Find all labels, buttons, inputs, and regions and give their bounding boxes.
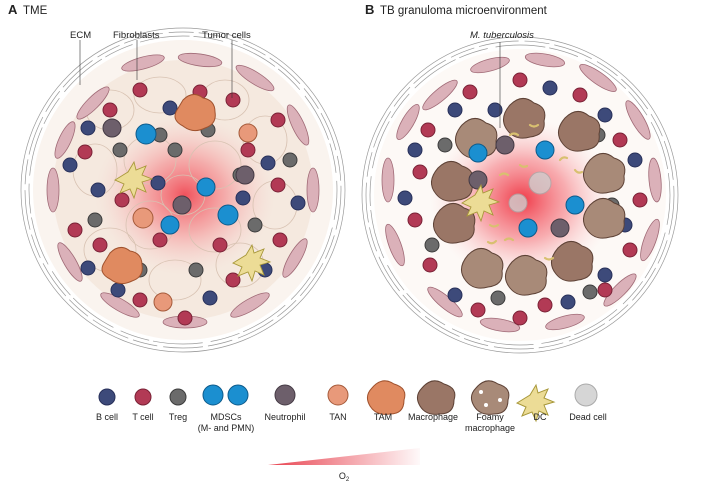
legend-label-treg: Treg (169, 412, 187, 422)
legend-label-mdsc: MDSCs (211, 412, 242, 422)
legend-label-foamy: Foamy (476, 412, 504, 422)
legend-foamy-macrophage-icon (470, 380, 510, 415)
callout-lines-a (79, 40, 233, 98)
legend-label-b-cell: B cell (96, 412, 118, 422)
legend-dc-icon (515, 383, 556, 423)
legend-label-dc: DC (534, 412, 547, 422)
legend-label-dead-cell: Dead cell (569, 412, 607, 422)
tams-a (101, 94, 216, 285)
neutrophils-b (468, 135, 570, 238)
label-fibroblasts: Fibroblasts (113, 30, 160, 41)
fibroblasts-b (381, 52, 662, 333)
legend-label-macrophage: Macrophage (408, 412, 458, 422)
label-ecm: ECM (70, 30, 91, 41)
dc-b (461, 183, 501, 223)
legend-t-cell-icon (134, 388, 152, 406)
dead-cells-b (508, 171, 552, 213)
granuloma-rings (361, 36, 679, 354)
ecm-rings (20, 27, 346, 353)
t-cells-b (407, 72, 648, 326)
legend-b-cell-icon (98, 388, 116, 406)
foamy-macrophages-b (455, 118, 626, 296)
dcs-a (114, 160, 272, 283)
oxygen-wedge (268, 448, 420, 465)
mtb-bacilli (486, 123, 584, 261)
legend-dead-cell-icon (574, 383, 598, 407)
hypoxic-core (95, 115, 275, 275)
panel-b-letter: B (365, 2, 374, 17)
neutrophils-a (102, 118, 255, 215)
mdscs-a (135, 123, 239, 235)
legend-label-neutrophil: Neutrophil (264, 412, 305, 422)
legend: B cell T cell Treg MDSCs (M- and PMN) Ne… (96, 380, 607, 433)
legend-label-tan: TAN (329, 412, 346, 422)
panel-a: A TME (8, 2, 346, 353)
fibroblasts-a (46, 52, 320, 329)
panel-a-letter: A (8, 2, 18, 17)
t-cells-a (67, 82, 288, 326)
panel-b: B TB granuloma microenvironment (361, 2, 679, 354)
legend-mdsc-icon (202, 384, 249, 406)
legend-tan-icon (327, 384, 349, 406)
mdscs-b (468, 140, 585, 238)
legend-label-foamy-sub: macrophage (465, 423, 515, 433)
legend-label-tam: TAM (374, 412, 392, 422)
legend-tam-icon (366, 380, 406, 415)
oxygen-label: O2 (339, 471, 350, 483)
legend-neutrophil-icon (274, 384, 296, 406)
b-cells-a (62, 100, 306, 306)
label-mtb: M. tuberculosis (470, 30, 534, 41)
panel-b-title: TB granuloma microenvironment (380, 5, 548, 17)
legend-label-mdsc-sub: (M- and PMN) (198, 423, 255, 433)
b-cells-b (397, 80, 643, 310)
label-tumor-cells: Tumor cells (202, 30, 251, 41)
panel-a-title: TME (23, 5, 48, 17)
tans-a (132, 123, 258, 312)
oxygen-gradient: O2 (268, 448, 420, 483)
legend-treg-icon (169, 388, 187, 406)
legend-macrophage-icon (416, 380, 456, 415)
legend-label-t-cell: T cell (132, 412, 153, 422)
macrophages-b (431, 98, 601, 282)
